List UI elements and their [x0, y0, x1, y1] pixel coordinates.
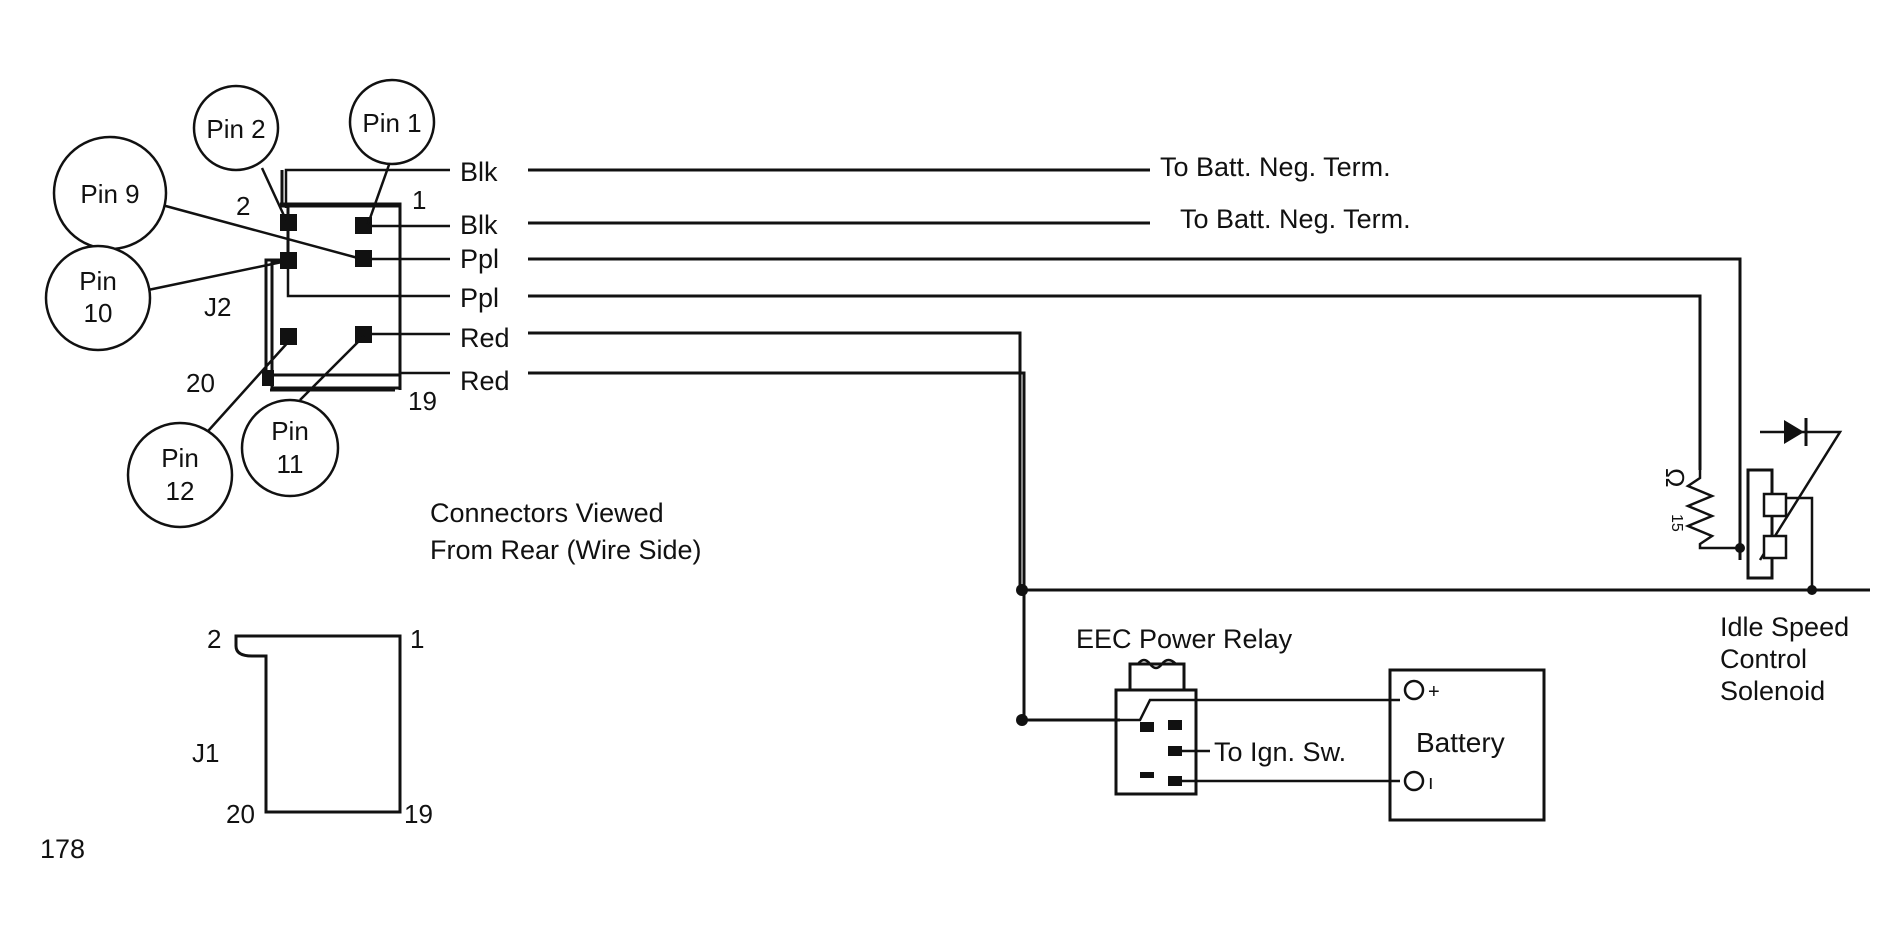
pin10-leader [147, 260, 283, 292]
wire-ppl-2 [528, 294, 1702, 470]
pin1-callout [348, 78, 436, 166]
wire-runs [528, 168, 1870, 726]
wire-ppl-1 [528, 257, 1742, 560]
battery-label: Battery [1416, 727, 1505, 758]
j1-corner-19: 19 [404, 799, 433, 829]
pin12-leader [199, 339, 291, 441]
relay-feed-plus [1020, 698, 1400, 722]
j1-label: J1 [192, 738, 219, 768]
solenoid-label-1: Idle Speed [1720, 612, 1849, 642]
pin9-label: Pin 9 [80, 179, 139, 209]
resistor-zigzag [1684, 470, 1740, 550]
junction-dot-3 [1735, 543, 1745, 553]
battery-terminal-plus [1403, 679, 1425, 701]
junction-dot-4 [1807, 585, 1817, 595]
wire-label-blk-1: Blk [460, 157, 498, 187]
j2-corner-2: 2 [236, 191, 250, 221]
pin1-leader [366, 161, 392, 225]
solenoid-ground-lead [1786, 496, 1814, 590]
j2-inner-line [286, 268, 450, 298]
pin2-label: Pin 2 [206, 114, 265, 144]
idle-speed-control-solenoid: 15 Ω Idle Speed Control Solenoid [1660, 418, 1849, 706]
wire-dest-2: To Batt. Neg. Term. [1180, 204, 1411, 234]
j2-corner-1: 1 [412, 185, 426, 215]
wire-label-red-2: Red [460, 366, 510, 396]
relay-terminal-2 [1168, 720, 1182, 730]
solenoid-body [1746, 468, 1774, 580]
pin10-label-a: Pin [79, 266, 117, 296]
relay-top-detail [1137, 658, 1177, 670]
j2-label: J2 [204, 292, 231, 322]
solenoid-label-2: Control [1720, 644, 1807, 674]
solenoid-terminal-1 [1762, 492, 1788, 518]
wire-leads [372, 224, 450, 375]
battery-plus-label: + [1428, 681, 1440, 703]
j2-corner-19: 19 [408, 386, 437, 416]
j2-pin11 [355, 326, 372, 343]
pin2-callout [192, 84, 280, 172]
pin11-leader [299, 335, 365, 401]
pin11-callout [240, 398, 340, 498]
j2-connector: 2 1 20 19 J2 [186, 170, 450, 416]
relay-label: EEC Power Relay [1076, 624, 1293, 654]
j2-pin2 [280, 214, 297, 231]
page-number: 178 [40, 834, 85, 864]
wire-label-ppl-2: Ppl [460, 283, 499, 313]
relay-body [1114, 662, 1198, 796]
j2-corner-20: 20 [186, 368, 215, 398]
wire-label-ppl-1: Ppl [460, 244, 499, 274]
wire-label-blk-2: Blk [460, 210, 498, 240]
pin12-label-b: 12 [166, 476, 195, 506]
pin-callouts: Pin 1 Pin 2 Pin 9 Pin 10 Pin 12 Pin 11 [44, 78, 436, 529]
battery-box [1388, 668, 1546, 822]
pin10-label-b: 10 [84, 298, 113, 328]
j1-corner-20: 20 [226, 799, 255, 829]
relay-terminal-3 [1168, 746, 1182, 756]
pin10-callout [44, 244, 152, 352]
wire-dest-1: To Batt. Neg. Term. [1160, 152, 1391, 182]
j1-corner-1: 1 [410, 624, 424, 654]
j2-pin10 [280, 252, 297, 269]
j2-pin9 [355, 250, 372, 267]
note-line-1: Connectors Viewed [430, 498, 664, 528]
j2-pin12 [280, 328, 297, 345]
resistor-value: 15 [1668, 514, 1685, 532]
relay-terminal-5 [1168, 776, 1182, 786]
j1-connector: 2 1 20 19 J1 [192, 624, 433, 829]
ohm-symbol: Ω [1660, 468, 1690, 487]
wire-color-labels: Blk Blk Ppl Ppl Red Red [460, 157, 510, 396]
eec-power-relay: EEC Power Relay To Ign. Sw. [1020, 624, 1400, 796]
relay-ign-label: To Ign. Sw. [1214, 737, 1346, 767]
pin12-label-a: Pin [161, 443, 199, 473]
pin1-label: Pin 1 [362, 108, 421, 138]
solenoid-label-3: Solenoid [1720, 676, 1825, 706]
j2-outline [264, 170, 402, 392]
j1-outline [234, 634, 402, 814]
battery-terminal-minus [1403, 770, 1425, 792]
wire-label-red-1: Red [460, 323, 510, 353]
battery-minus-label: ı [1428, 772, 1434, 794]
note-line-2: From Rear (Wire Side) [430, 535, 702, 565]
pin11-label-a: Pin [271, 416, 309, 446]
wire-red-1 [528, 331, 1022, 590]
pin9-leader [161, 203, 359, 260]
junction-dot-1 [1016, 584, 1028, 596]
j2-top-bracket [284, 168, 450, 208]
j2-pin20-notch [262, 370, 274, 386]
diode-triangle [1784, 420, 1804, 444]
relay-terminal-1 [1140, 722, 1154, 732]
pin2-leader [260, 167, 288, 221]
relay-terminal-4 [1140, 772, 1154, 778]
j1-corner-2: 2 [207, 624, 221, 654]
battery: + ı Battery [1388, 668, 1546, 822]
pin12-callout [126, 421, 234, 529]
solenoid-terminal-2 [1762, 534, 1788, 560]
pin11-label-b: 11 [277, 449, 304, 479]
